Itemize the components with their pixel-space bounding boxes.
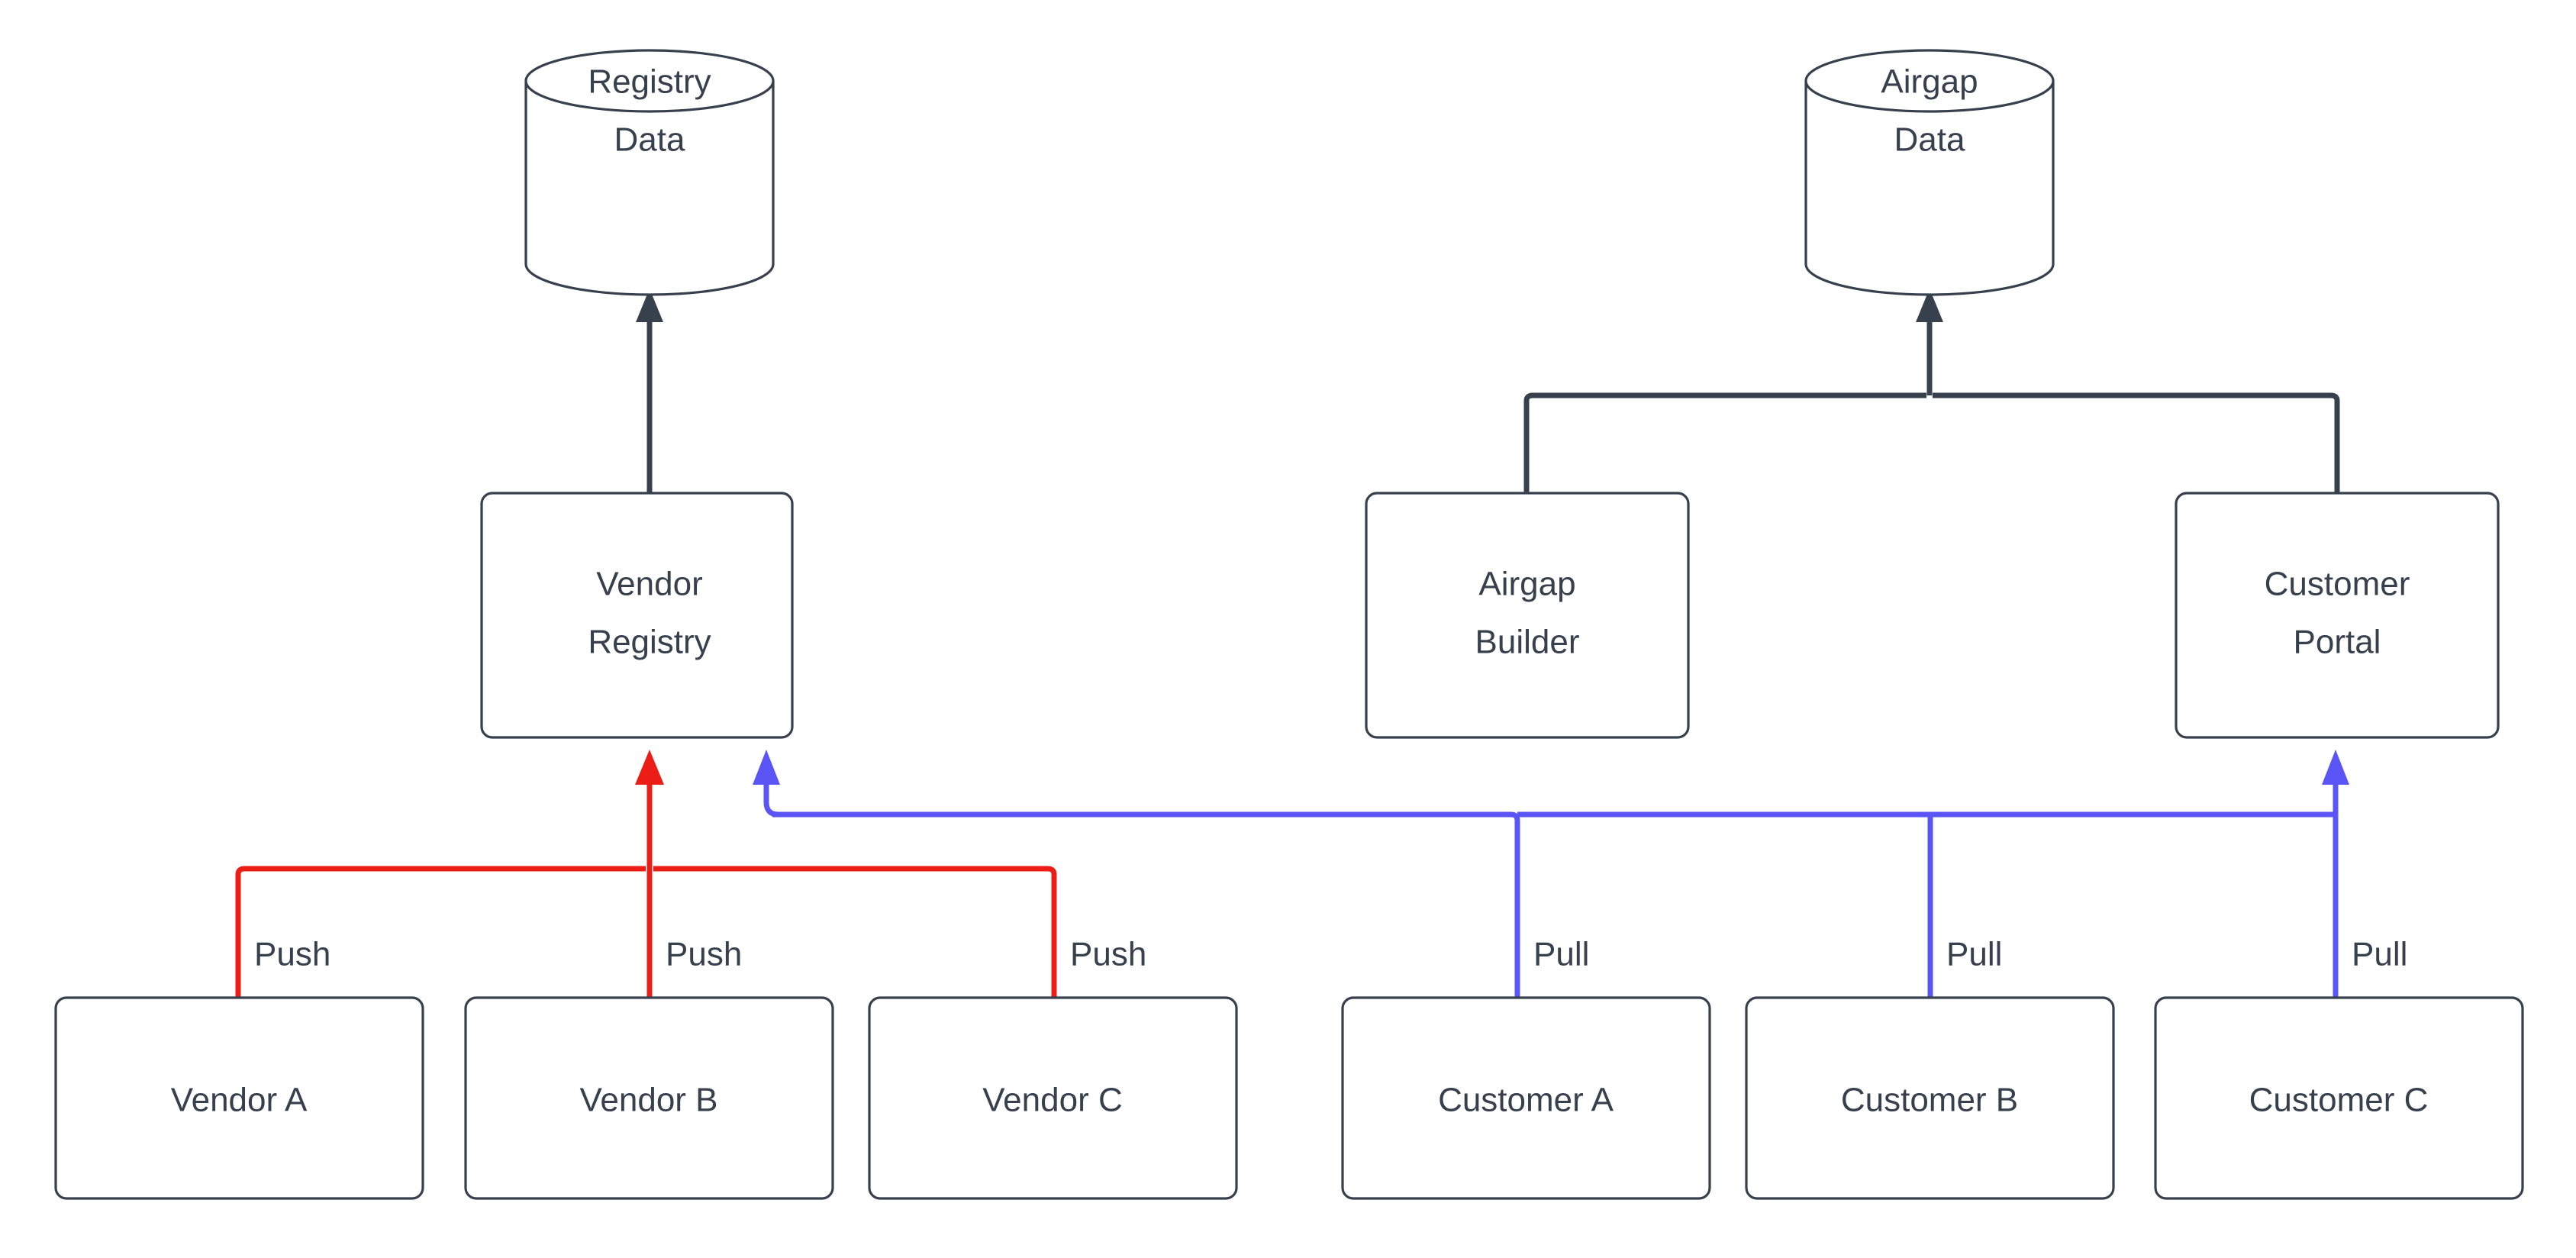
edge-line xyxy=(772,811,1520,998)
node-label-line2: Data xyxy=(1894,121,1965,159)
node-label: Vendor A xyxy=(171,1082,308,1119)
edge-customer-portal-to-airgap-data xyxy=(1933,392,2340,493)
edge-push-trunk-to-vendor-registry xyxy=(635,750,664,869)
arrowhead xyxy=(2322,750,2349,785)
node-shape xyxy=(1341,996,1711,1200)
node-shape xyxy=(1745,996,2115,1200)
node-customer-portal[interactable]: Customer Portal xyxy=(2175,492,2500,739)
node-label-line1: Vendor xyxy=(596,566,702,603)
node-label-line2: Builder xyxy=(1475,624,1580,661)
node-label: Customer A xyxy=(1438,1082,1614,1119)
edge-line xyxy=(763,771,779,818)
node-shape xyxy=(2175,492,2500,739)
node-label: Vendor C xyxy=(982,1082,1122,1119)
node-vendor-c[interactable]: Vendor C xyxy=(868,996,1238,1200)
node-label-line2: Portal xyxy=(2294,624,2381,661)
node-registry-data[interactable]: Registry Data xyxy=(524,49,775,296)
node-label: Vendor B xyxy=(579,1082,717,1119)
edge-vendor-a-push xyxy=(235,866,646,998)
edge-line xyxy=(1523,392,1926,493)
arrowhead xyxy=(636,289,663,322)
node-airgap-builder[interactable]: Airgap Builder xyxy=(1365,492,1690,739)
edge-label-customer-c-pull: Pull xyxy=(2352,936,2407,973)
node-shape xyxy=(480,492,794,739)
cylinder-body xyxy=(524,81,775,296)
node-customer-b[interactable]: Customer B xyxy=(1745,996,2115,1200)
node-customer-a[interactable]: Customer A xyxy=(1341,996,1711,1200)
edge-vendor-c-push xyxy=(653,866,1057,998)
node-label: Customer C xyxy=(2249,1082,2429,1119)
node-shape xyxy=(1365,492,1690,739)
arrowhead xyxy=(635,750,664,785)
edge-line xyxy=(235,866,646,998)
node-label-line1: Registry xyxy=(588,63,711,101)
cylinder-body xyxy=(1804,81,2055,296)
edge-label-vendor-c-push: Push xyxy=(1070,936,1146,973)
edge-label-customer-b-pull: Pull xyxy=(1946,936,2002,973)
node-label-line2: Registry xyxy=(588,624,711,661)
node-vendor-a[interactable]: Vendor A xyxy=(54,996,424,1200)
node-airgap-data[interactable]: Airgap Data xyxy=(1804,49,2055,296)
edge-label-vendor-b-push: Push xyxy=(666,936,742,973)
edge-label-vendor-a-push: Push xyxy=(254,936,330,973)
node-label-line1: Airgap xyxy=(1478,566,1575,603)
edge-label-customer-a-pull: Pull xyxy=(1533,936,1589,973)
node-label-line2: Data xyxy=(614,121,685,159)
node-shape xyxy=(2154,996,2524,1200)
edge-airgap-trunk-to-airgap-data xyxy=(1916,289,1943,395)
node-vendor-registry[interactable]: Vendor Registry xyxy=(480,492,794,739)
node-shape xyxy=(868,996,1238,1200)
edge-customer-c-pull xyxy=(2322,750,2349,998)
edge-line xyxy=(1933,392,2340,493)
node-label-line1: Customer xyxy=(2265,566,2410,603)
node-shape xyxy=(464,996,834,1200)
cylinder-top xyxy=(1804,49,2055,113)
node-label-line1: Airgap xyxy=(1881,63,1978,101)
node-vendor-b[interactable]: Vendor B xyxy=(464,996,834,1200)
edge-vendor-registry-to-registry-data xyxy=(636,289,663,493)
edge-pull-to-vendor-registry xyxy=(753,750,780,818)
node-shape xyxy=(54,996,424,1200)
edge-airgap-builder-to-airgap-data xyxy=(1523,392,1926,493)
edge-customer-a-pull xyxy=(772,811,1520,998)
edge-line xyxy=(653,866,1057,998)
arrowhead xyxy=(753,750,780,785)
arrowhead xyxy=(1916,289,1943,322)
node-label: Customer B xyxy=(1841,1082,2018,1119)
node-customer-c[interactable]: Customer C xyxy=(2154,996,2524,1200)
cylinder-top xyxy=(524,49,775,113)
